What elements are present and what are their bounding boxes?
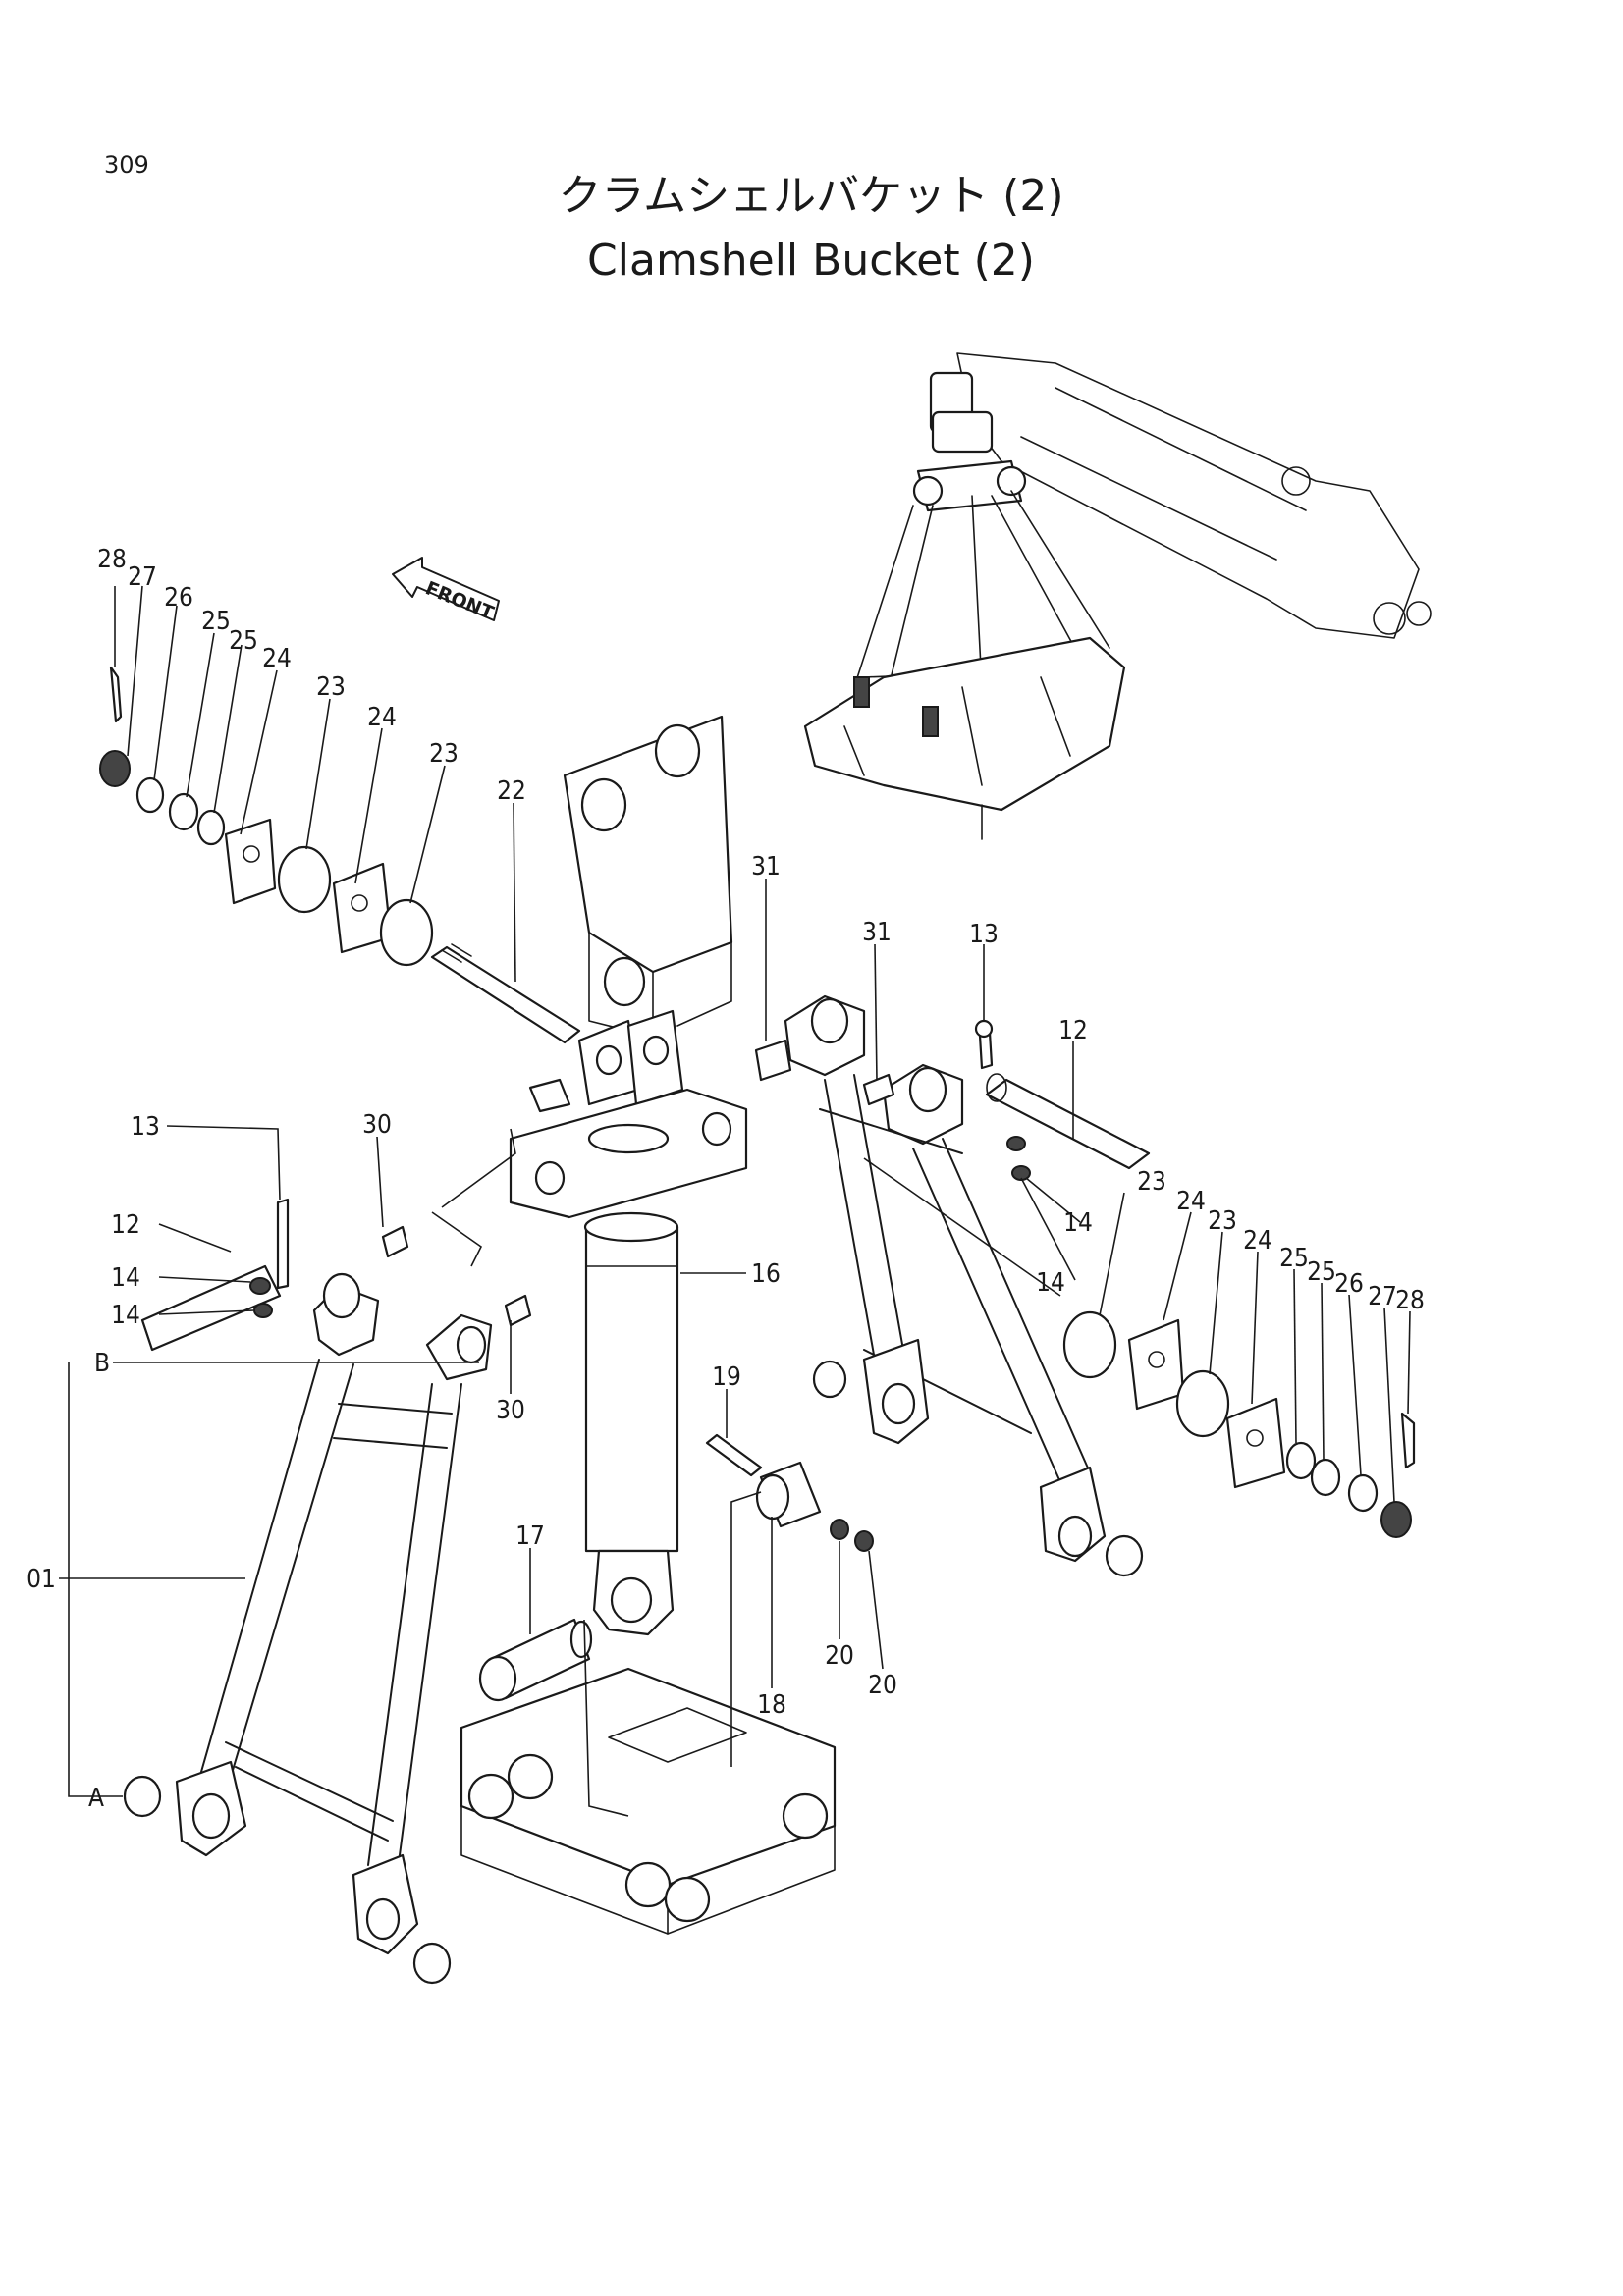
left-pin-hardware <box>99 666 434 967</box>
part-label: 14 <box>1063 1208 1093 1238</box>
right-link <box>784 994 1107 1563</box>
grease-fitting-30-right <box>504 1294 532 1327</box>
pin-12-left <box>140 1264 282 1352</box>
plate-24-right-b <box>1225 1397 1286 1489</box>
part-label: 01 <box>27 1565 56 1594</box>
leader-lines <box>59 585 1411 1817</box>
part-label: 25 <box>1307 1257 1336 1287</box>
castle-nut-27-right <box>1380 1501 1412 1538</box>
part-label: 24 <box>262 644 292 673</box>
part-label: 14 <box>1036 1268 1065 1298</box>
part-label: 23 <box>316 672 346 702</box>
pin-17 <box>478 1618 593 1702</box>
grease-fitting-30-left <box>381 1225 409 1258</box>
nut-14-left-b <box>253 1303 273 1318</box>
castle-nut-27-left <box>99 750 131 787</box>
washer-25-right-a <box>1285 1441 1317 1480</box>
grease-fitting-31-a <box>754 1039 792 1082</box>
right-pin-hardware <box>1062 1310 1416 1538</box>
part-label: 17 <box>515 1522 545 1551</box>
pin-22 <box>430 943 581 1044</box>
link-assembly-01 <box>175 1272 493 1955</box>
nut-20-b <box>854 1530 874 1552</box>
bottom-crosshead <box>460 1667 837 1935</box>
bushing-bottom-left <box>412 1942 452 1985</box>
washer-23-left-b <box>379 898 434 967</box>
part-label: 13 <box>131 1112 160 1142</box>
title-english: Clamshell Bucket (2) <box>587 236 1035 286</box>
plate-24-right-a <box>1127 1318 1185 1411</box>
hydraulic-cylinder-16 <box>583 1211 679 1636</box>
part-label: B <box>94 1349 110 1378</box>
cotter-pin-28-left <box>109 666 123 723</box>
part-label: 25 <box>201 607 231 636</box>
washer-23-right-b <box>1175 1369 1230 1438</box>
part-label: 30 <box>362 1110 392 1140</box>
part-label: 25 <box>1279 1244 1309 1273</box>
part-label: A <box>88 1784 104 1813</box>
part-label: 23 <box>429 739 459 769</box>
part-label: 20 <box>868 1671 897 1700</box>
nut-14-left-a <box>249 1277 271 1295</box>
part-label: 12 <box>1058 1016 1088 1045</box>
swivel-block <box>509 1009 748 1219</box>
cotter-pin-28-right <box>1400 1412 1416 1469</box>
part-label: 20 <box>825 1641 854 1671</box>
washer-23-right-a <box>1062 1310 1117 1379</box>
bushing-right-lower <box>1105 1534 1144 1577</box>
washer-23-left-a <box>277 845 332 914</box>
part-label: 18 <box>757 1690 786 1720</box>
part-label: 23 <box>1208 1206 1237 1236</box>
page-number: 309 <box>104 151 149 179</box>
washer-25-left-b <box>196 809 226 846</box>
nut-14-right-b <box>1011 1165 1031 1181</box>
grease-fitting-31-b <box>862 1073 895 1106</box>
part-label: 24 <box>1243 1226 1272 1255</box>
pin-12-right <box>985 1078 1151 1170</box>
part-label: 27 <box>1368 1282 1397 1311</box>
part-label: 16 <box>751 1259 781 1289</box>
bushing-A <box>123 1775 162 1818</box>
part-label: 28 <box>1395 1286 1425 1315</box>
part-label: 19 <box>712 1362 741 1392</box>
part-label: 14 <box>111 1301 140 1330</box>
part-label: 26 <box>1334 1269 1364 1299</box>
part-label: 12 <box>111 1210 140 1240</box>
machine-overview-illustration <box>803 352 1432 840</box>
part-label: 25 <box>229 626 258 656</box>
bolt-13-right <box>978 1031 994 1070</box>
front-arrow-icon: FRONT <box>392 557 500 624</box>
washer-26-right <box>1347 1473 1379 1513</box>
part-number-labels: 28 27 26 25 25 24 23 24 23 22 31 31 13 1… <box>27 545 1425 1813</box>
part-label: 27 <box>128 562 157 592</box>
part-label: 23 <box>1137 1167 1166 1197</box>
part-label: 26 <box>164 583 193 613</box>
part-label: 14 <box>111 1263 140 1293</box>
part-label: 22 <box>497 776 526 806</box>
washer-25-right-b <box>1310 1458 1341 1497</box>
nut-14-right-a <box>1006 1136 1026 1151</box>
part-label: 30 <box>496 1396 525 1425</box>
title-japanese: クラムシェルバケット (2) <box>559 171 1064 221</box>
washer-26-left <box>135 776 165 814</box>
part-label: 31 <box>751 852 781 881</box>
washer-25-left-a <box>168 792 199 831</box>
part-label: 13 <box>969 920 999 949</box>
part-label: 28 <box>97 545 127 574</box>
part-label: 31 <box>862 918 892 947</box>
bushing-right-upper <box>812 1360 847 1399</box>
bolt-13-left <box>276 1198 290 1290</box>
part-label: 24 <box>367 703 397 732</box>
upper-clevis <box>563 715 733 1041</box>
part-label: 24 <box>1176 1187 1206 1216</box>
bolt-19 <box>705 1433 763 1477</box>
nut-20-a <box>830 1519 849 1540</box>
